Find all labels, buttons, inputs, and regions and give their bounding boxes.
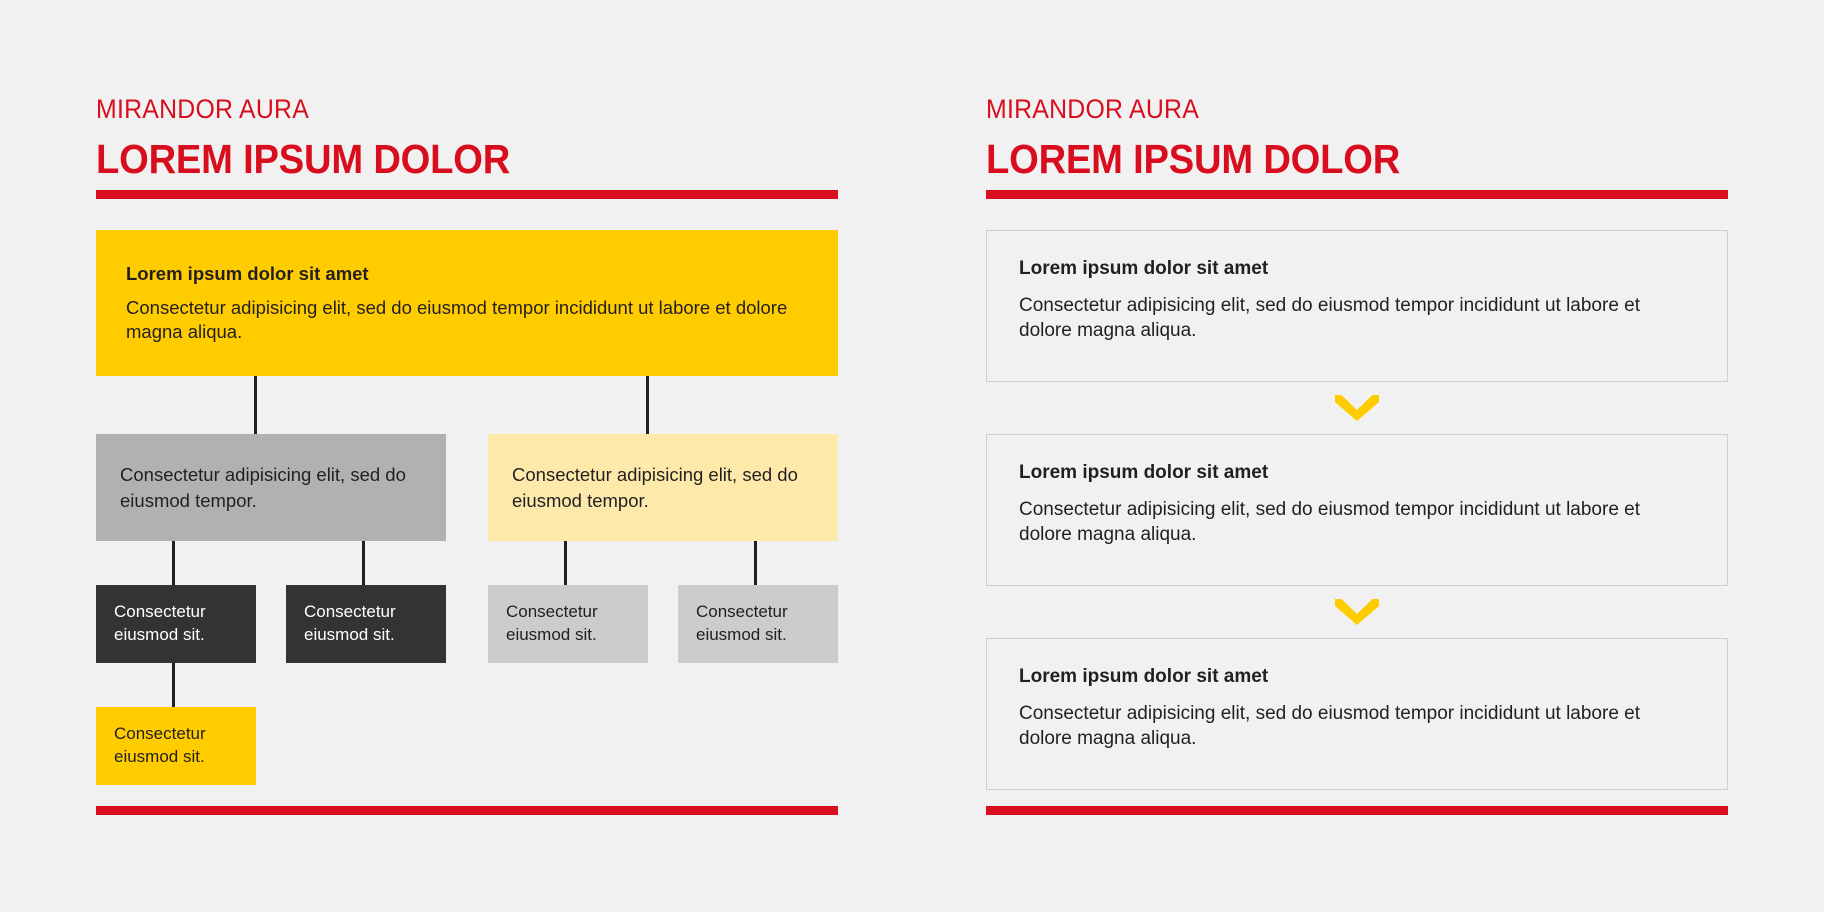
card-separator-2 <box>986 586 1728 638</box>
stack-card-3[interactable]: Lorem ipsum dolor sit amet Consectetur a… <box>986 638 1728 790</box>
flow-node-level2-a[interactable]: Consectetur adipisicing elit, sed do eiu… <box>96 434 446 541</box>
connector-level2b-to-level3d <box>754 541 757 585</box>
flow-node-root[interactable]: Lorem ipsum dolor sit amet Consectetur a… <box>96 230 838 376</box>
left-panel: MIRANDOR AURA LOREM IPSUM DOLOR Lorem ip… <box>96 0 838 912</box>
flow-node-level2-b-body: Consectetur adipisicing elit, sed do eiu… <box>512 463 798 511</box>
card-stack: Lorem ipsum dolor sit amet Consectetur a… <box>986 230 1728 790</box>
flow-node-level3-a-body: Consectetur eiusmod sit. <box>114 602 206 644</box>
stack-card-1-title: Lorem ipsum dolor sit amet <box>1019 258 1269 279</box>
chevron-down-icon <box>1335 395 1379 421</box>
left-panel-header: MIRANDOR AURA LOREM IPSUM DOLOR <box>96 96 838 180</box>
right-panel-bottom-rule <box>986 806 1728 815</box>
flow-node-level4[interactable]: Consectetur eiusmod sit. <box>96 707 256 785</box>
stack-card-1-body: Consectetur adipisicing elit, sed do eiu… <box>1019 294 1641 342</box>
flow-chart: Lorem ipsum dolor sit amet Consectetur a… <box>96 230 838 786</box>
stack-card-2-title: Lorem ipsum dolor sit amet <box>1019 462 1269 483</box>
right-panel-top-rule <box>986 190 1728 199</box>
stack-card-2-body: Consectetur adipisicing elit, sed do eiu… <box>1019 498 1641 546</box>
flow-node-level3-b[interactable]: Consectetur eiusmod sit. <box>286 585 446 663</box>
right-panel: MIRANDOR AURA LOREM IPSUM DOLOR Lorem ip… <box>986 0 1728 912</box>
connector-level2a-to-level3b <box>362 541 365 585</box>
flow-node-level3-c[interactable]: Consectetur eiusmod sit. <box>488 585 648 663</box>
left-panel-bottom-rule <box>96 806 838 815</box>
left-panel-eyebrow: MIRANDOR AURA <box>96 94 310 124</box>
flow-node-level2-b[interactable]: Consectetur adipisicing elit, sed do eiu… <box>488 434 838 541</box>
stack-card-3-body: Consectetur adipisicing elit, sed do eiu… <box>1019 702 1641 750</box>
right-panel-header: MIRANDOR AURA LOREM IPSUM DOLOR <box>986 96 1728 180</box>
flow-node-level3-d[interactable]: Consectetur eiusmod sit. <box>678 585 838 663</box>
left-panel-top-rule <box>96 190 838 199</box>
stack-card-2[interactable]: Lorem ipsum dolor sit amet Consectetur a… <box>986 434 1728 586</box>
flow-node-level2-a-body: Consectetur adipisicing elit, sed do eiu… <box>120 463 406 511</box>
connector-level3a-to-level4 <box>172 663 175 707</box>
chevron-down-icon <box>1335 599 1379 625</box>
connector-level2b-to-level3c <box>564 541 567 585</box>
connector-root-to-level2-a <box>254 376 257 434</box>
flow-node-level3-d-body: Consectetur eiusmod sit. <box>696 602 788 644</box>
flow-node-level3-a[interactable]: Consectetur eiusmod sit. <box>96 585 256 663</box>
flow-node-root-title: Lorem ipsum dolor sit amet <box>126 262 369 284</box>
connector-level2a-to-level3a <box>172 541 175 585</box>
right-panel-eyebrow: MIRANDOR AURA <box>986 94 1200 124</box>
stack-card-1[interactable]: Lorem ipsum dolor sit amet Consectetur a… <box>986 230 1728 382</box>
flow-node-level3-b-body: Consectetur eiusmod sit. <box>304 602 396 644</box>
left-panel-title: LOREM IPSUM DOLOR <box>96 136 511 182</box>
flow-node-level4-body: Consectetur eiusmod sit. <box>114 724 206 766</box>
flow-node-level3-c-body: Consectetur eiusmod sit. <box>506 602 598 644</box>
stack-card-3-title: Lorem ipsum dolor sit amet <box>1019 666 1269 687</box>
right-panel-title: LOREM IPSUM DOLOR <box>986 136 1401 182</box>
flow-node-root-body: Consectetur adipisicing elit, sed do eiu… <box>126 296 788 343</box>
card-separator-1 <box>986 382 1728 434</box>
connector-root-to-level2-b <box>646 376 649 434</box>
